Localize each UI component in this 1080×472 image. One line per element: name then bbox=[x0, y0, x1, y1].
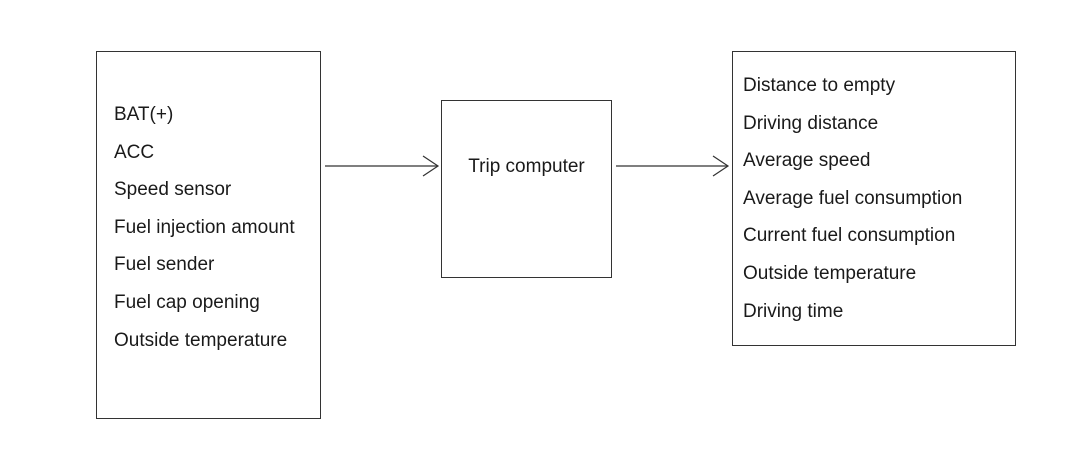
trip-computer-box: Trip computer bbox=[441, 100, 612, 278]
input-item-outside-temperature: Outside temperature bbox=[114, 329, 288, 351]
arrow-inputs-to-trip-computer bbox=[325, 155, 440, 177]
output-item-distance-to-empty: Distance to empty bbox=[743, 75, 896, 96]
input-item-fuel-cap-opening: Fuel cap opening bbox=[114, 291, 260, 313]
input-item-bat: BAT(+) bbox=[114, 104, 174, 125]
input-item-fuel-injection-amount: Fuel injection amount bbox=[114, 216, 295, 238]
output-item-driving-distance: Driving distance bbox=[743, 112, 879, 134]
inputs-list: BAT(+) ACC Speed sensor Fuel injection a… bbox=[97, 96, 320, 359]
arrow-trip-computer-to-outputs bbox=[616, 155, 730, 177]
outputs-list: Distance to empty Driving distance Avera… bbox=[733, 67, 1015, 330]
input-item-acc: ACC bbox=[114, 141, 155, 163]
input-item-fuel-sender: Fuel sender bbox=[114, 254, 215, 276]
output-item-driving-time: Driving time bbox=[743, 300, 844, 322]
output-item-average-speed: Average speed bbox=[743, 150, 871, 172]
output-item-outside-temperature: Outside temperature bbox=[743, 262, 917, 284]
output-item-current-fuel-consumption: Current fuel consumption bbox=[743, 225, 956, 247]
trip-computer-label: Trip computer bbox=[468, 156, 585, 177]
output-item-average-fuel-consumption: Average fuel consumption bbox=[743, 187, 963, 209]
input-item-speed-sensor: Speed sensor bbox=[114, 179, 232, 201]
inputs-box: BAT(+) ACC Speed sensor Fuel injection a… bbox=[96, 51, 321, 419]
outputs-box: Distance to empty Driving distance Avera… bbox=[732, 51, 1016, 346]
